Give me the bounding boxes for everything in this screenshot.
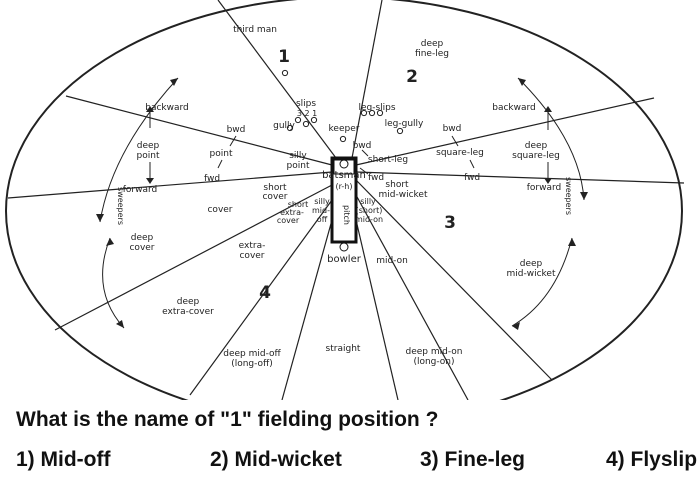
label-forward-left: forward — [123, 185, 158, 195]
label-short-extra-cover-1: short — [288, 200, 309, 209]
label-fwd-left: fwd — [204, 174, 220, 184]
field-boundary — [5, 0, 683, 400]
label-deep-fine-leg-1: deep — [421, 39, 444, 49]
cricket-field-diagram: 1 2 3 4 third man deep fine-leg backward… — [5, 0, 685, 400]
label-silly-mid-off-3: off — [317, 215, 328, 224]
label-bowler: bowler — [327, 254, 362, 265]
label-silly-mid-off-1: silly — [314, 197, 330, 206]
quiz-question: What is the name of "1" fielding positio… — [16, 408, 439, 431]
label-cover: cover — [207, 205, 232, 215]
sector-lines — [7, 0, 685, 400]
label-fwd-short-leg: fwd — [368, 173, 384, 183]
label-point: point — [210, 149, 233, 159]
arrow-heads — [96, 78, 588, 330]
label-forward-right: forward — [527, 183, 562, 193]
label-silly-point-1: silly — [289, 151, 307, 161]
label-silly-mid-on-1: silly — [360, 197, 376, 206]
quiz-option-1[interactable]: 1) Mid-off — [16, 448, 111, 471]
label-silly-mid-on-3: mid-on — [355, 215, 383, 224]
label-deep-extra-cover-2: extra-cover — [162, 307, 214, 317]
label-short-mid-wicket-1: short — [385, 180, 409, 190]
bowler-marker — [339, 242, 349, 252]
movement-arrows — [99, 77, 585, 329]
label-bwd-right: bwd — [443, 124, 462, 134]
label-bwd-short-leg: bwd — [353, 141, 372, 151]
label-leg-slips: leg-slips — [358, 103, 395, 113]
label-short-mid-wicket-2: mid-wicket — [379, 190, 428, 200]
label-third-man: third man — [233, 25, 277, 35]
label-silly-mid-off-2: mid- — [312, 206, 330, 215]
label-deep-point-2: point — [137, 151, 160, 161]
label-deep-square-leg-1: deep — [525, 141, 548, 151]
label-short-cover-2: cover — [262, 192, 287, 202]
label-fwd-right: fwd — [464, 173, 480, 183]
label-square-leg: square-leg — [436, 148, 484, 158]
label-leg-gully: leg-gully — [385, 119, 424, 129]
label-mid-on: mid-on — [376, 256, 408, 266]
label-bwd-left: bwd — [227, 125, 246, 135]
label-deep-mid-off-2: (long-off) — [231, 359, 273, 369]
label-deep-extra-cover-1: deep — [177, 297, 200, 307]
label-sweepers-right: sweepers — [564, 177, 573, 215]
label-short-leg: short-leg — [368, 155, 408, 165]
zone-4-number: 4 — [259, 283, 271, 303]
label-silly-point-2: point — [287, 161, 310, 171]
quiz-option-3[interactable]: 3) Fine-leg — [420, 448, 526, 471]
label-slip-numbers: 3 2 1 — [297, 109, 317, 118]
label-straight: straight — [326, 344, 361, 354]
label-right-handed: (r-h) — [336, 182, 353, 191]
label-deep-cover-2: cover — [129, 243, 154, 253]
label-deep-cover-1: deep — [131, 233, 154, 243]
label-deep-mid-on-2: (long-on) — [413, 357, 454, 367]
label-silly-mid-on-2: (short) — [356, 206, 383, 215]
label-deep-fine-leg-2: fine-leg — [415, 49, 449, 59]
zone-3-number: 3 — [444, 213, 456, 233]
label-short-extra-cover-2: extra- — [280, 208, 304, 217]
fielder-markers — [281, 69, 404, 143]
zone-1-number: 1 — [278, 47, 290, 67]
label-deep-square-leg-2: square-leg — [512, 151, 560, 161]
label-slips: slips — [296, 99, 316, 109]
label-deep-mid-wicket-2: mid-wicket — [507, 269, 556, 279]
label-sweepers-left: sweepers — [116, 187, 125, 225]
label-deep-mid-off-1: deep mid-off — [223, 349, 281, 359]
label-deep-mid-on-1: deep mid-on — [406, 347, 463, 357]
quiz-option-2[interactable]: 2) Mid-wicket — [210, 448, 342, 471]
label-deep-point-1: deep — [137, 141, 160, 151]
label-extra-cover-2: cover — [239, 251, 264, 261]
label-short-cover-1: short — [263, 183, 287, 193]
label-deep-mid-wicket-1: deep — [520, 259, 543, 269]
label-pitch: pitch — [342, 205, 351, 225]
label-extra-cover-1: extra- — [239, 241, 266, 251]
label-batsman: batsman — [322, 170, 366, 181]
label-keeper: keeper — [329, 124, 360, 134]
zone-2-number: 2 — [406, 67, 418, 87]
quiz-option-4[interactable]: 4) Flyslip — [606, 448, 698, 471]
label-gully: gully — [273, 121, 295, 131]
label-short-extra-cover-3: cover — [277, 216, 300, 225]
batsman-marker — [339, 159, 349, 169]
label-backward-left: backward — [145, 103, 189, 113]
label-backward-right: backward — [492, 103, 536, 113]
